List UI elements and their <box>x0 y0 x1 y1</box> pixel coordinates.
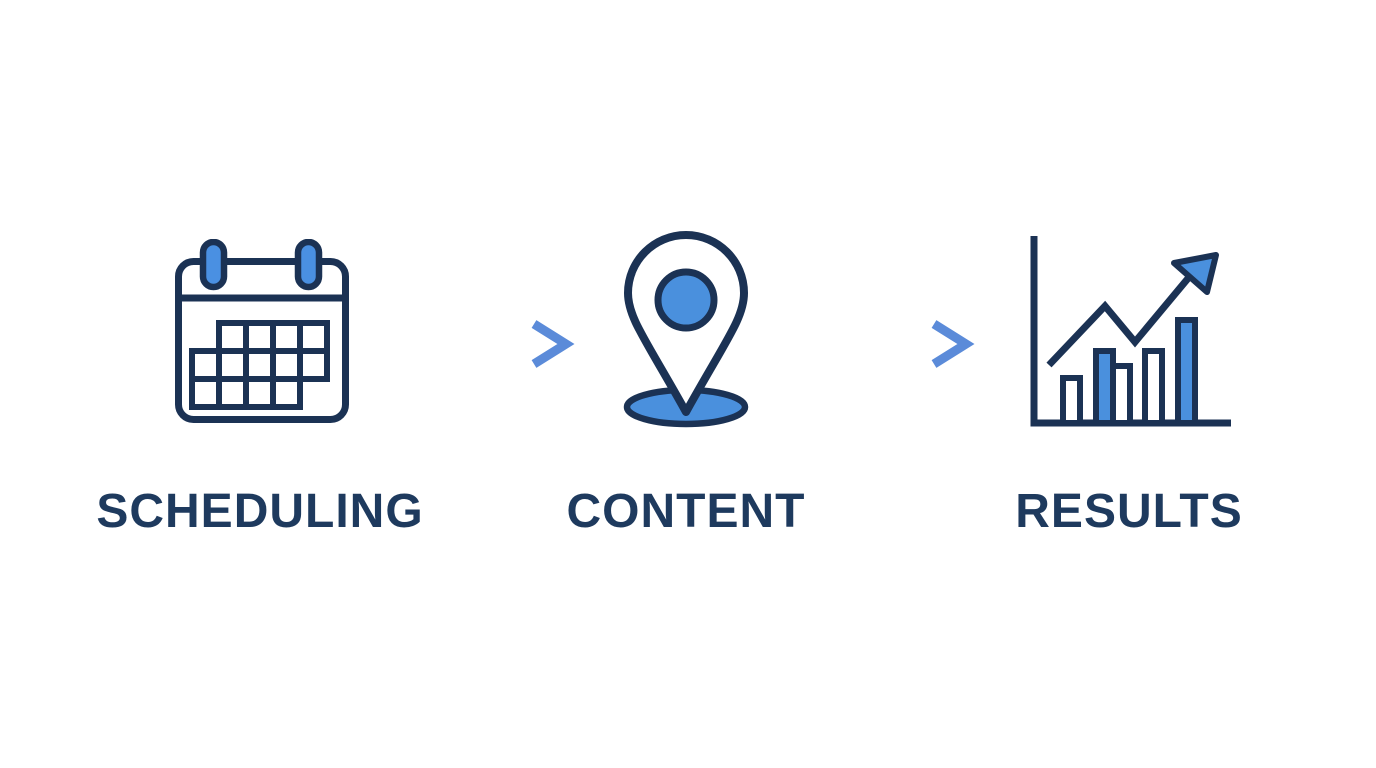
location-pin-icon <box>623 231 749 428</box>
step-label-results: RESULTS <box>1015 485 1243 538</box>
step-scheduling-icon-box <box>175 238 349 427</box>
step-label-scheduling: SCHEDULING <box>96 485 424 538</box>
calendar-icon <box>175 238 349 423</box>
connector-1 <box>388 318 584 370</box>
step-content-icon-box <box>618 230 754 432</box>
connector-2 <box>788 318 984 370</box>
step-label-content: CONTENT <box>566 485 806 538</box>
arrow-right-icon <box>390 320 575 368</box>
arrow-right-icon <box>790 320 975 368</box>
step-results-icon-box <box>1028 234 1233 430</box>
growth-chart-icon <box>1030 236 1231 427</box>
